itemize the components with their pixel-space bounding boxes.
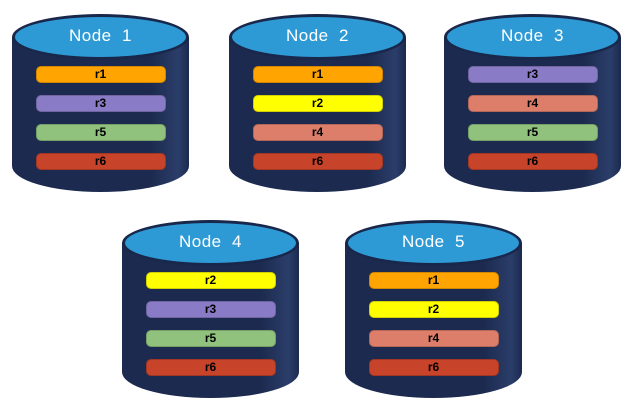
cylinder-top: Node 3: [444, 14, 621, 60]
node-title: Node 1: [68, 26, 133, 45]
node-title: Node 3: [500, 26, 565, 45]
cylinder-top: Node 1: [12, 14, 189, 60]
replica-bar: r3: [35, 95, 166, 112]
replica-list: r2 r3 r5 r6: [122, 272, 299, 376]
replica-bar: r4: [368, 330, 499, 347]
replica-list: r1 r2 r4 r6: [229, 66, 406, 170]
node-title: Node 4: [178, 232, 243, 251]
replica-bar: r5: [467, 124, 598, 141]
db-node-3: Node 3 r3 r4 r5 r6: [444, 14, 621, 192]
cylinder-top: Node 4: [122, 220, 299, 266]
replica-bar: r5: [145, 330, 276, 347]
db-node-1: Node 1 r1 r3 r5 r6: [12, 14, 189, 192]
replica-list: r1 r2 r4 r6: [345, 272, 522, 376]
db-node-5: Node 5 r1 r2 r4 r6: [345, 220, 522, 398]
replica-bar: r6: [467, 153, 598, 170]
replica-bar: r3: [467, 66, 598, 83]
replica-bar: r6: [252, 153, 383, 170]
db-node-2: Node 2 r1 r2 r4 r6: [229, 14, 406, 192]
replica-bar: r6: [145, 359, 276, 376]
cylinder-top: Node 5: [345, 220, 522, 266]
replica-bar: r2: [368, 301, 499, 318]
replica-bar: r2: [145, 272, 276, 289]
replica-bar: r5: [35, 124, 166, 141]
node-title: Node 2: [285, 26, 350, 45]
db-node-4: Node 4 r2 r3 r5 r6: [122, 220, 299, 398]
replica-bar: r2: [252, 95, 383, 112]
replica-bar: r1: [252, 66, 383, 83]
replica-bar: r6: [368, 359, 499, 376]
cylinder-top: Node 2: [229, 14, 406, 60]
replica-bar: r3: [145, 301, 276, 318]
replica-bar: r6: [35, 153, 166, 170]
replica-bar: r4: [467, 95, 598, 112]
replica-bar: r1: [368, 272, 499, 289]
replica-list: r1 r3 r5 r6: [12, 66, 189, 170]
node-title: Node 5: [401, 232, 466, 251]
replica-bar: r1: [35, 66, 166, 83]
replica-list: r3 r4 r5 r6: [444, 66, 621, 170]
replica-bar: r4: [252, 124, 383, 141]
